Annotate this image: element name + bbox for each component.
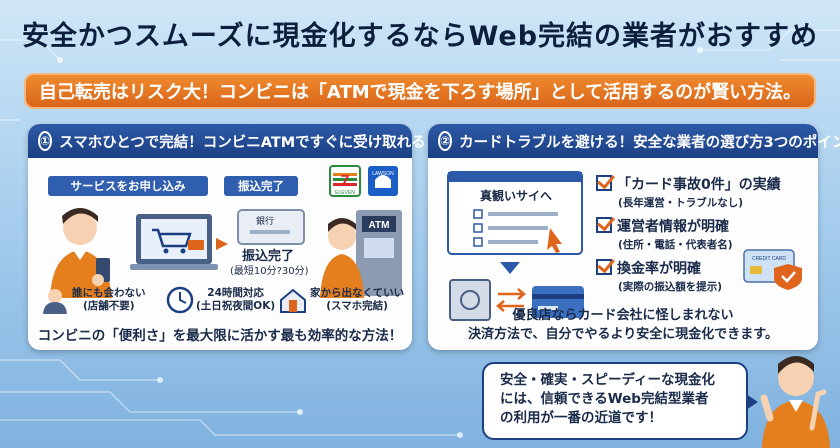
arrow-right-icon [216, 238, 228, 250]
right-panel-note-1: 優良店ならカード会社に怪しまれない [512, 308, 734, 323]
bubble-line-3: の利用が一番の近道です！ [500, 410, 662, 426]
website-window-icon: 真観いサイへ [447, 171, 583, 255]
transfer-complete-text: 振込完了 [242, 249, 295, 264]
seven-eleven-logo-seven: 7 [341, 173, 350, 190]
feature-no-meeting-main: 誰にも会わない [72, 287, 146, 299]
feature-no-meeting: 誰にも会わない (店舗不要) [72, 287, 146, 313]
panel-atm-receipt: ① スマホひとつで完結！コンビニATMですぐに受け取れる サービスをお申し込み … [28, 124, 426, 350]
check-item-operator-info: 運営者情報が明確 (住所・電話・代表者名) [596, 216, 733, 252]
checkbox-icon [596, 175, 612, 191]
atm-label: ATM [369, 220, 390, 231]
feature-24h: 24時間対応 (土日祝夜間OK) [196, 287, 275, 313]
safe-card-exchange-icon [449, 279, 584, 321]
no-contact-person-icon [43, 289, 67, 314]
panel-header-left: ① スマホひとつで完結！コンビニATMですぐに受け取れる [28, 124, 426, 158]
check-sub-text: (長年運営・トラブルなし) [618, 197, 744, 209]
clock-icon [166, 286, 194, 314]
checkbox-icon [596, 259, 612, 275]
transfer-time-text: (最短10分?30分) [230, 266, 309, 277]
panel-safe-vendor: ② カードトラブルを避ける！安全な業者の選び方3つのポイント 真観いサイへ 「カ… [428, 124, 840, 350]
home-smartphone-icon [280, 288, 306, 313]
checkbox-icon [596, 217, 612, 233]
credit-card-label: CREDIT CARD [752, 256, 786, 262]
person-phone-illustration [50, 208, 112, 298]
laptop-cart-icon [130, 214, 218, 270]
bank-label: 銀行 [256, 215, 274, 227]
panel-number-badge: ① [38, 131, 53, 151]
step-transfer-label: 振込完了 [224, 176, 298, 196]
check-sub-text: (住所・電話・代表者名) [618, 239, 733, 251]
atm-illustration: ATM [320, 210, 402, 298]
convenience-store-logos: 7 ELEVEN LAWSON [329, 165, 398, 197]
check-main-text: 運営者情報が明確 [617, 219, 729, 235]
bank-transfer-icon: 銀行 [237, 209, 305, 245]
advice-speech-bubble: 安全・確実・スピーディーな現金化 には、信頼できるWeb完結型業者 の利用が一番… [482, 362, 758, 440]
left-panel-conclusion: コンビニの「便利さ」を最大限に活かす最も効率的な方法！ [37, 328, 403, 344]
lawson-logo-text: LAWSON [372, 171, 394, 177]
feature-24h-sub: (土日祝夜間OK) [196, 300, 276, 312]
right-panel-note-2: 決済方法で、自分でやるより安全に現金化できます。 [468, 327, 778, 342]
check-main-text: 換金率が明確 [617, 261, 701, 277]
website-title: 真観いサイへ [480, 188, 552, 203]
bubble-line-1: 安全・確実・スピーディーな現金化 [500, 372, 716, 388]
check-main-text: 「カード事故0件」の実績 [617, 177, 781, 193]
feature-stay-home-sub: (スマホ完結) [326, 300, 388, 312]
credit-card-shield-icon: CREDIT CARD [743, 249, 802, 290]
check-item-no-incidents: 「カード事故0件」の実績 (長年運営・トラブルなし) [596, 174, 781, 210]
step-apply-label: サービスをお申し込み [48, 176, 208, 196]
bubble-line-2: には、信頼できるWeb完結型業者 [500, 391, 709, 407]
feature-stay-home-main: 家から出なくていい [310, 287, 405, 299]
subtitle-banner: 自己転売はリスク大！コンビニは「ATMで現金を下ろす場所」として活用するのが賢い… [24, 73, 816, 109]
advisor-person-illustration [760, 356, 830, 448]
panel-header-right: ② カードトラブルを避ける！安全な業者の選び方3つのポイント [428, 124, 840, 158]
arrow-down-icon [500, 262, 520, 274]
panel-heading-right: カードトラブルを避ける！安全な業者の選び方3つのポイント [459, 134, 840, 151]
feature-24h-main: 24時間対応 [207, 287, 264, 299]
page-title: 安全かつスムーズに現金化するならWeb完結の業者がおすすめ [21, 21, 819, 52]
feature-no-meeting-sub: (店舗不要) [82, 300, 135, 312]
check-sub-text: (実際の振込額を提示) [618, 281, 723, 293]
seven-eleven-logo-text: ELEVEN [335, 190, 355, 196]
feature-stay-home: 家から出なくていい (スマホ完結) [310, 287, 404, 313]
panel-heading-left: スマホひとつで完結！コンビニATMですぐに受け取れる [59, 134, 426, 151]
check-item-rate-clear: 換金率が明確 (実際の振込額を提示) [596, 258, 722, 294]
panel-number-badge: ② [438, 131, 453, 151]
subtitle-text: 自己転売はリスク大！コンビニは「ATMで現金を下ろす場所」として活用するのが賢い… [38, 82, 802, 103]
